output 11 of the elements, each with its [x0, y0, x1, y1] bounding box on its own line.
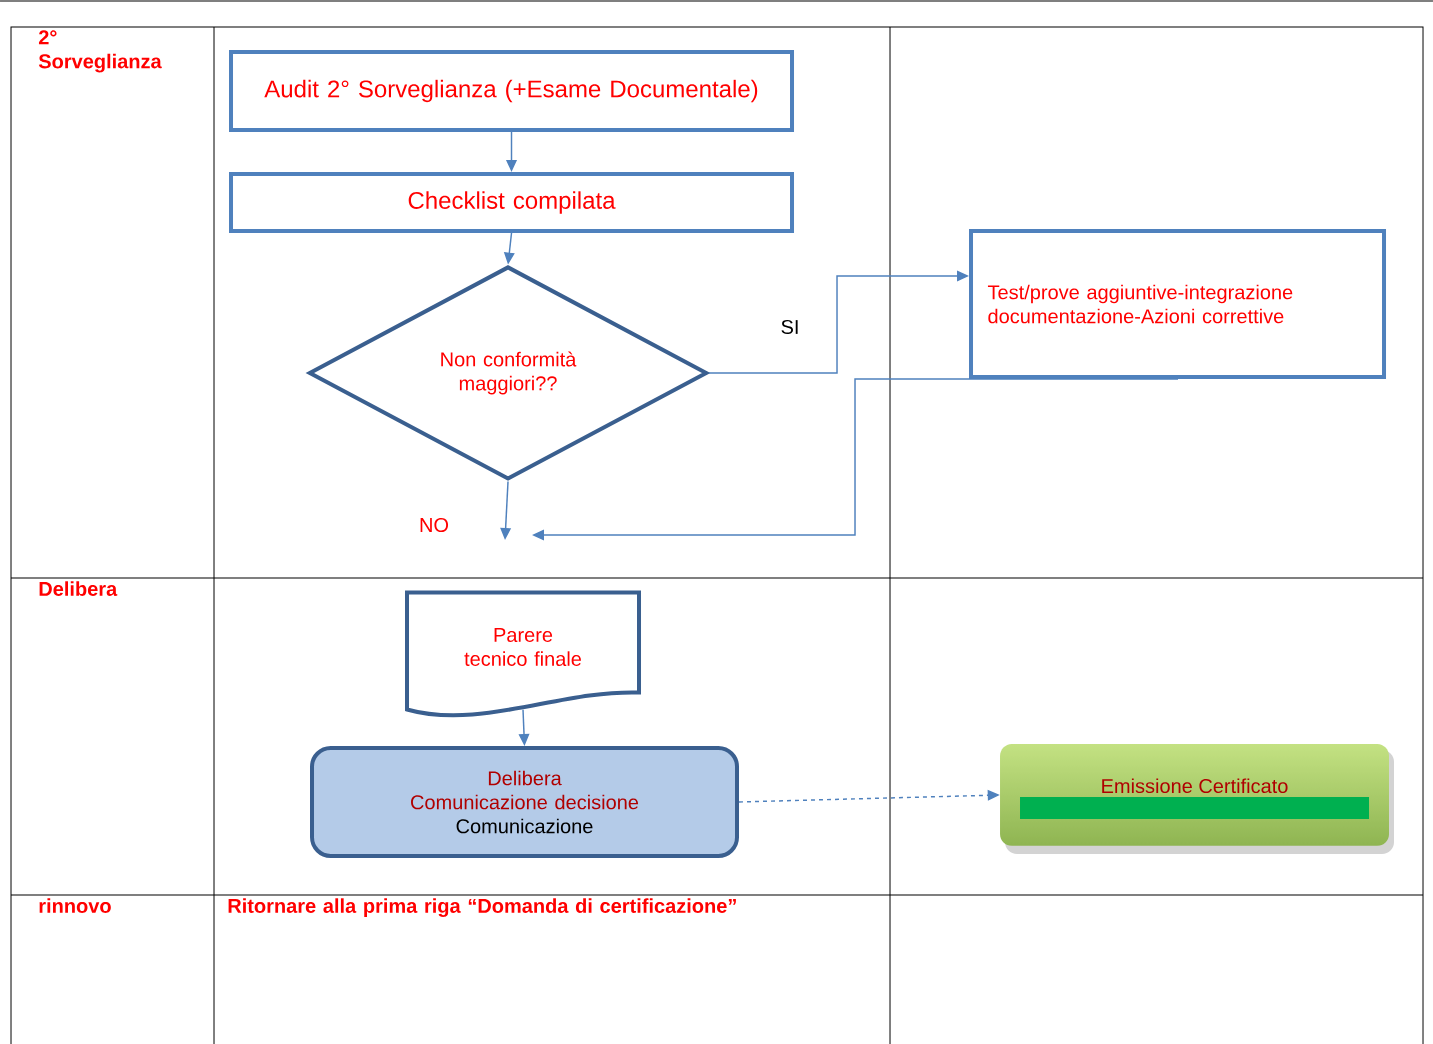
- row-label: 2° Sorveglianza: [38, 30, 162, 73]
- edge-label: SI: [779, 318, 801, 336]
- row-label: Delibera: [39, 581, 118, 596]
- process-box: Checklist compilata: [229, 172, 794, 233]
- process-box: Audit 2° Sorveglianza (+Esame Documentale): [229, 50, 794, 132]
- row-label: rinnovo: [39, 898, 111, 913]
- edge-label: NO: [417, 516, 451, 534]
- process-box: Delibera Comunicazione decisione Comunicazione: [310, 746, 739, 858]
- output-box: Emissione Certificato: [1000, 744, 1394, 854]
- row-label: Ritornare alla prima riga “Domanda di certificazione”: [228, 898, 736, 917]
- process-box: Test/prove aggiuntive-integrazione documentazione-Azioni correttive: [969, 229, 1386, 379]
